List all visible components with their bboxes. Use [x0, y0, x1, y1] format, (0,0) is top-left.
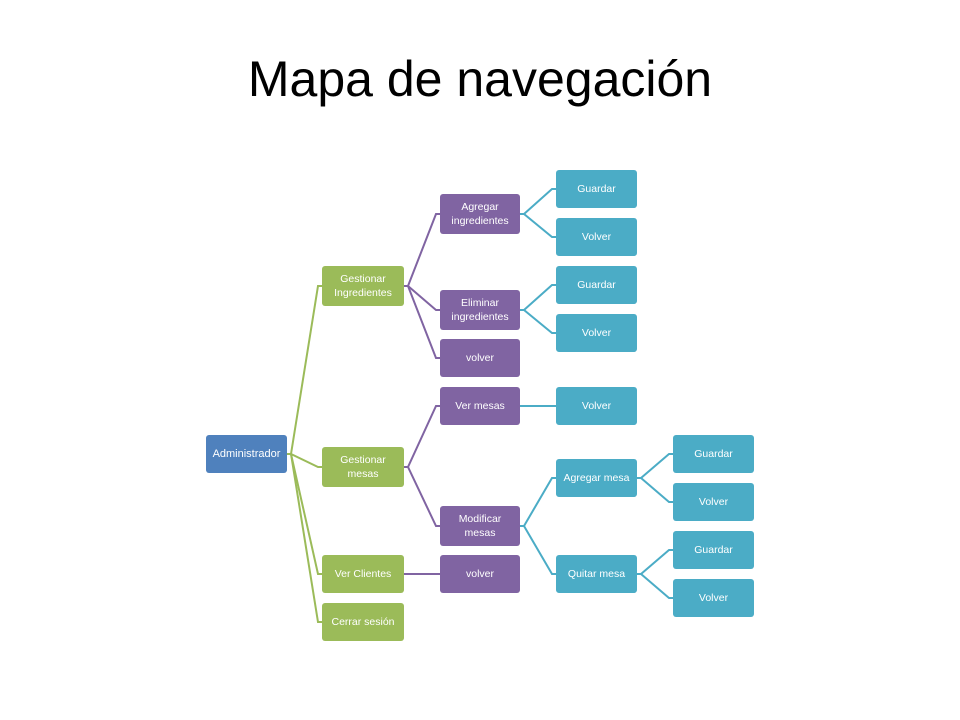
- node-label: Cerrar sesión: [331, 615, 395, 628]
- node-label: Ver mesas: [455, 399, 505, 412]
- connector-modificar_mesas: [404, 466, 440, 527]
- node-label: Guardar: [577, 278, 616, 291]
- node-qm-volver: Volver: [673, 579, 754, 617]
- connector-am_guardar: [637, 453, 673, 479]
- connector-qm_guardar: [637, 549, 673, 575]
- node-label: Volver: [581, 399, 612, 412]
- node-label: volver: [465, 351, 494, 364]
- node-vm-volver: Volver: [556, 387, 637, 425]
- connector-gestionar_ingredientes: [287, 285, 322, 455]
- connector-ei_volver: [520, 309, 556, 334]
- node-qm-guardar: Guardar: [673, 531, 754, 569]
- node-label: Administrador: [212, 447, 281, 460]
- node-ver-clientes: Ver Clientes: [322, 555, 404, 593]
- node-gestionar-ingredientes: Gestionar Ingredientes: [322, 266, 404, 306]
- node-gi-volver: volver: [440, 339, 520, 377]
- connector-agregar_ingredientes: [404, 213, 440, 287]
- node-am-guardar: Guardar: [673, 435, 754, 473]
- node-ai-volver: Volver: [556, 218, 637, 256]
- node-ai-guardar: Guardar: [556, 170, 637, 208]
- node-label: Ver Clientes: [334, 567, 392, 580]
- node-ver-mesas: Ver mesas: [440, 387, 520, 425]
- node-label: Gestionar Ingredientes: [334, 272, 392, 299]
- node-label: Guardar: [694, 543, 733, 556]
- connector-ei_guardar: [520, 284, 556, 311]
- node-label: Volver: [698, 495, 729, 508]
- node-label: Eliminar ingredientes: [451, 296, 509, 323]
- node-label: Modificar mesas: [458, 512, 502, 539]
- node-label: Quitar mesa: [567, 567, 626, 580]
- node-ei-volver: Volver: [556, 314, 637, 352]
- node-label: Guardar: [694, 447, 733, 460]
- node-eliminar-ingredientes: Eliminar ingredientes: [440, 290, 520, 330]
- node-ei-guardar: Guardar: [556, 266, 637, 304]
- node-label: Agregar ingredientes: [451, 200, 509, 227]
- connector-quitar_mesa: [520, 525, 556, 575]
- node-label: Gestionar mesas: [340, 453, 386, 480]
- node-gestionar-mesas: Gestionar mesas: [322, 447, 404, 487]
- node-label: Volver: [581, 326, 612, 339]
- node-modificar-mesas: Modificar mesas: [440, 506, 520, 546]
- node-agregar-mesa: Agregar mesa: [556, 459, 637, 497]
- node-label: Volver: [581, 230, 612, 243]
- connector-ver_clientes: [287, 453, 322, 575]
- node-quitar-mesa: Quitar mesa: [556, 555, 637, 593]
- connector-am_volver: [637, 477, 673, 503]
- node-label: volver: [465, 567, 494, 580]
- node-label: Guardar: [577, 182, 616, 195]
- connector-ai_guardar: [520, 188, 556, 215]
- node-label: Agregar mesa: [563, 471, 630, 484]
- node-administrador: Administrador: [206, 435, 287, 473]
- connector-ver_mesas: [404, 405, 440, 468]
- connector-cerrar_sesion: [287, 453, 322, 623]
- connector-gi_volver: [404, 285, 440, 359]
- node-cerrar-sesion: Cerrar sesión: [322, 603, 404, 641]
- node-agregar-ingredientes: Agregar ingredientes: [440, 194, 520, 234]
- node-am-volver: Volver: [673, 483, 754, 521]
- slide-title: Mapa de navegación: [247, 51, 713, 107]
- node-label: Volver: [698, 591, 729, 604]
- connector-qm_volver: [637, 573, 673, 599]
- connector-agregar_mesa: [520, 477, 556, 527]
- node-vc-volver: volver: [440, 555, 520, 593]
- connector-ai_volver: [520, 213, 556, 238]
